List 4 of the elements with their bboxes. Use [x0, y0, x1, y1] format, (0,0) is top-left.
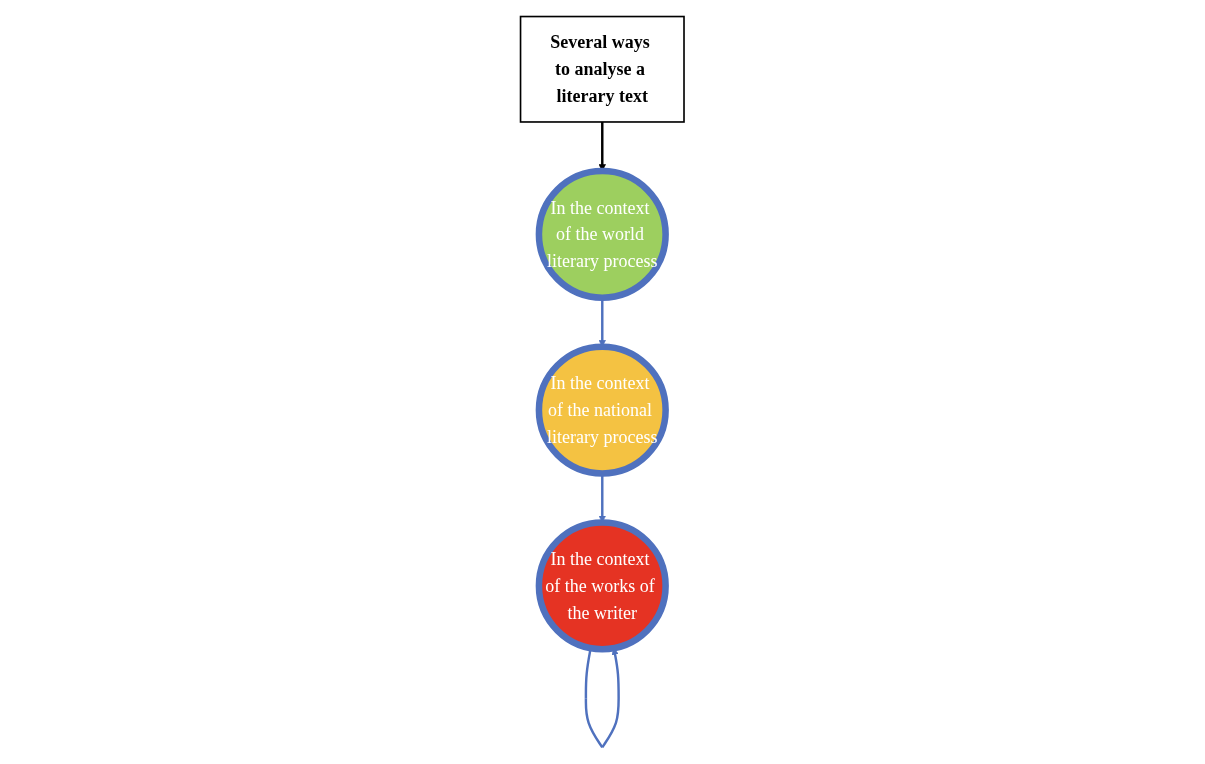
node-circle: In the context of the national literary process: [535, 343, 670, 477]
node-circle: In the context of the works of the writer: [535, 519, 670, 653]
node-box: Several ways to analyse a literary text: [519, 15, 686, 123]
node-circle: In the context of the world literary process: [535, 167, 670, 301]
